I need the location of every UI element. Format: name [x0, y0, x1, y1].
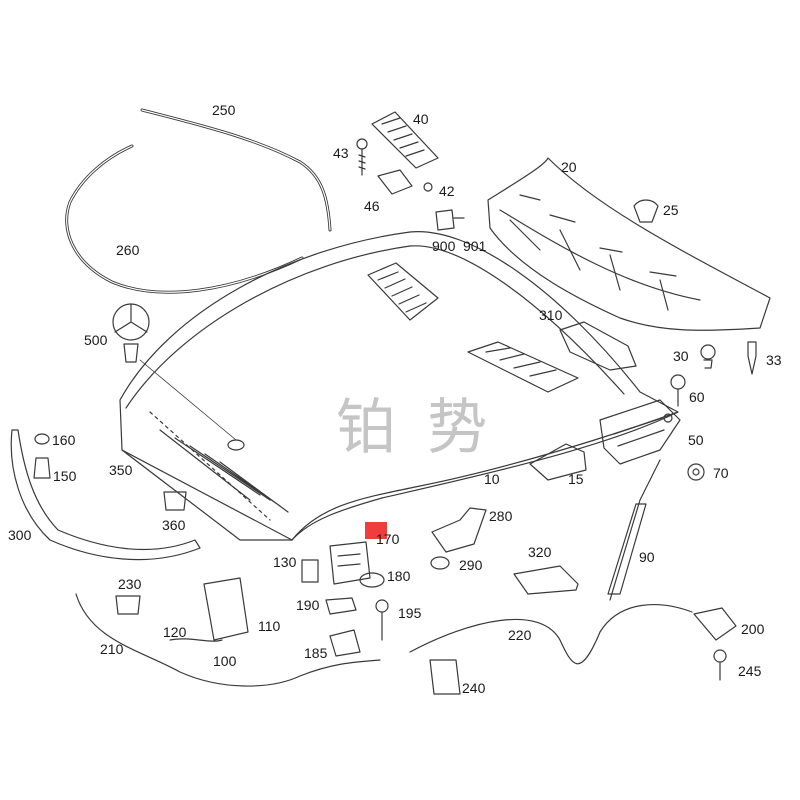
part-label-90: 90 [639, 549, 655, 565]
part-label-230: 230 [118, 576, 142, 592]
screw-43 [356, 138, 368, 176]
part-label-50: 50 [688, 432, 704, 448]
hinge-50 [599, 399, 681, 465]
part-label-10: 10 [484, 471, 500, 487]
release-cable-210 [75, 593, 381, 687]
part-label-30: 30 [673, 348, 689, 364]
part-label-300: 300 [8, 527, 32, 543]
part-label-500: 500 [84, 332, 108, 348]
part-label-15: 15 [568, 471, 584, 487]
trim-strip-300 [10, 429, 201, 561]
part-label-900: 900 [432, 238, 456, 254]
part-label-25: 25 [663, 202, 679, 218]
hood-seal-260 [65, 144, 304, 294]
bracket-110 [203, 577, 249, 641]
bracket-15 [529, 443, 587, 481]
hood-seal-250 [140, 108, 332, 232]
part-label-150: 150 [53, 468, 77, 484]
cap-160 [34, 433, 50, 445]
bolt-195 [375, 599, 389, 641]
trim-310 [559, 321, 637, 371]
part-label-240: 240 [462, 680, 486, 696]
washer-nozzle-46 [377, 169, 433, 195]
part-label-42: 42 [439, 183, 455, 199]
vent-grille-40 [371, 111, 439, 169]
part-label-245: 245 [738, 663, 762, 679]
buffer-150 [33, 457, 51, 479]
part-label-200: 200 [741, 621, 765, 637]
part-label-100: 100 [213, 653, 237, 669]
pad-190 [325, 597, 357, 615]
part-label-130: 130 [273, 554, 297, 570]
part-label-280: 280 [489, 508, 513, 524]
part-label-195: 195 [398, 605, 422, 621]
part-label-43: 43 [333, 145, 349, 161]
clamp-240 [429, 659, 461, 695]
part-label-170: 170 [376, 531, 400, 547]
part-label-40: 40 [413, 111, 429, 127]
cable-220 [409, 604, 693, 665]
lock-170 [329, 541, 371, 585]
part-label-250: 250 [212, 102, 236, 118]
part-label-46: 46 [364, 198, 380, 214]
part-label-220: 220 [508, 627, 532, 643]
part-label-901: 901 [463, 238, 487, 254]
part-label-180: 180 [387, 568, 411, 584]
clip-25 [633, 199, 659, 223]
clip-230 [115, 595, 141, 615]
part-label-70: 70 [713, 465, 729, 481]
star-emblem-500 [112, 303, 237, 441]
switch-130 [301, 559, 319, 583]
screw-245 [713, 649, 727, 681]
lever-120 [169, 638, 223, 642]
clip-360 [163, 491, 187, 511]
part-label-350: 350 [109, 462, 133, 478]
part-label-110: 110 [258, 618, 281, 634]
bracket-280 [431, 507, 487, 553]
part-label-260: 260 [116, 242, 140, 258]
hood-vent-front [367, 262, 439, 321]
clip-30 [700, 344, 716, 369]
gas-strut-90 [607, 459, 661, 601]
part-label-33: 33 [766, 352, 782, 368]
part-label-20: 20 [561, 159, 577, 175]
bolt-60 [670, 374, 686, 407]
part-label-320: 320 [528, 544, 552, 560]
part-label-290: 290 [459, 557, 483, 573]
highlight-marker [365, 522, 387, 539]
hood-panel [119, 231, 679, 541]
grommet-70 [687, 463, 705, 481]
latch-185 [329, 629, 361, 657]
part-label-190: 190 [296, 597, 320, 613]
connector-900-901 [435, 209, 465, 231]
hood-vent-rear [467, 341, 579, 393]
part-label-310: 310 [539, 307, 563, 323]
part-label-160: 160 [52, 432, 76, 448]
bumper-180 [359, 572, 385, 588]
cowl-panel-20 [487, 157, 771, 331]
part-label-185: 185 [304, 645, 328, 661]
bracket-200 [693, 607, 737, 641]
cover-320 [513, 565, 579, 595]
bolt-33 [747, 341, 757, 375]
buffer-290 [430, 556, 450, 570]
part-label-360: 360 [162, 517, 186, 533]
watermark: 铂 势 [336, 393, 494, 463]
part-label-120: 120 [163, 624, 187, 640]
part-label-210: 210 [100, 641, 124, 657]
part-label-60: 60 [689, 389, 705, 405]
